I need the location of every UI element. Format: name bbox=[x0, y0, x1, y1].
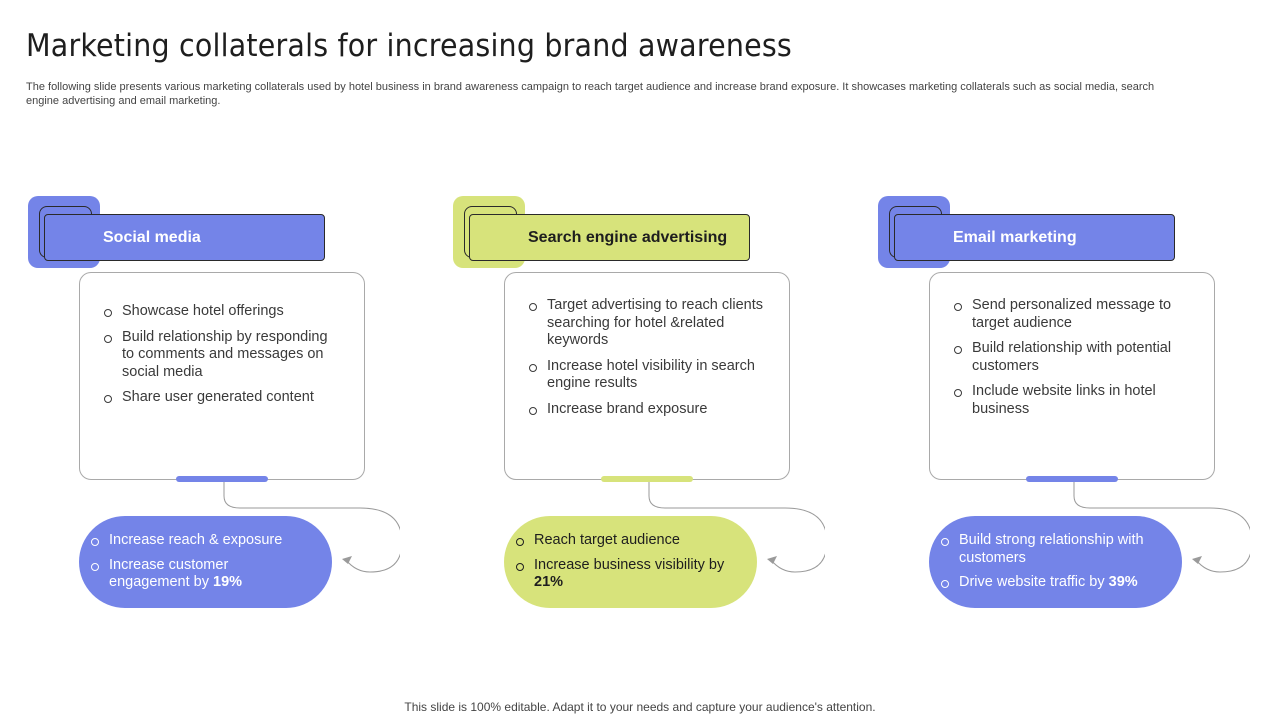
header-social-media: Social media bbox=[44, 214, 325, 261]
details-card: Target advertising to reach clients sear… bbox=[504, 272, 790, 480]
list-item: Share user generated content bbox=[104, 389, 340, 407]
outcome-item: Reach target audience bbox=[516, 532, 735, 550]
outcome-item: Increase customer engagement by 19% bbox=[91, 557, 310, 592]
list-item: Increase brand exposure bbox=[529, 401, 765, 419]
card-tab bbox=[601, 476, 693, 482]
outcome-pill: Reach target audience Increase business … bbox=[504, 516, 757, 608]
slide-subtitle: The following slide presents various mar… bbox=[26, 81, 1155, 107]
header-email-marketing: Email marketing bbox=[894, 214, 1175, 261]
details-card: Send personalized message to target audi… bbox=[929, 272, 1215, 480]
outcome-pill: Build strong relationship with customers… bbox=[929, 516, 1182, 608]
outcome-pill: Increase reach & exposure Increase custo… bbox=[79, 516, 332, 608]
list-item: Send personalized message to target audi… bbox=[954, 297, 1190, 332]
column-social-media: Social media Showcase hotel offerings Bu… bbox=[0, 0, 400, 720]
list-item: Include website links in hotel business bbox=[954, 383, 1190, 418]
column-email-marketing: Email marketing Send personalized messag… bbox=[850, 0, 1250, 720]
slide-title: Marketing collaterals for increasing bra… bbox=[26, 28, 792, 64]
list-item: Increase hotel visibility in search engi… bbox=[529, 358, 765, 393]
outcome-item: Increase reach & exposure bbox=[91, 532, 310, 550]
details-card: Showcase hotel offerings Build relations… bbox=[79, 272, 365, 480]
list-item: Target advertising to reach clients sear… bbox=[529, 297, 765, 350]
list-item: Showcase hotel offerings bbox=[104, 303, 340, 321]
column-search-engine-advertising: Search engine advertising Target adverti… bbox=[425, 0, 825, 720]
footer-note: This slide is 100% editable. Adapt it to… bbox=[404, 700, 876, 714]
outcome-item: Drive website traffic by 39% bbox=[941, 574, 1160, 592]
card-tab bbox=[176, 476, 268, 482]
list-item: Build relationship with potential custom… bbox=[954, 340, 1190, 375]
outcome-item: Increase business visibility by 21% bbox=[516, 557, 735, 592]
outcome-item: Build strong relationship with customers bbox=[941, 532, 1160, 567]
list-item: Build relationship by responding to comm… bbox=[104, 329, 340, 382]
header-search-engine-advertising: Search engine advertising bbox=[469, 214, 750, 261]
card-tab bbox=[1026, 476, 1118, 482]
